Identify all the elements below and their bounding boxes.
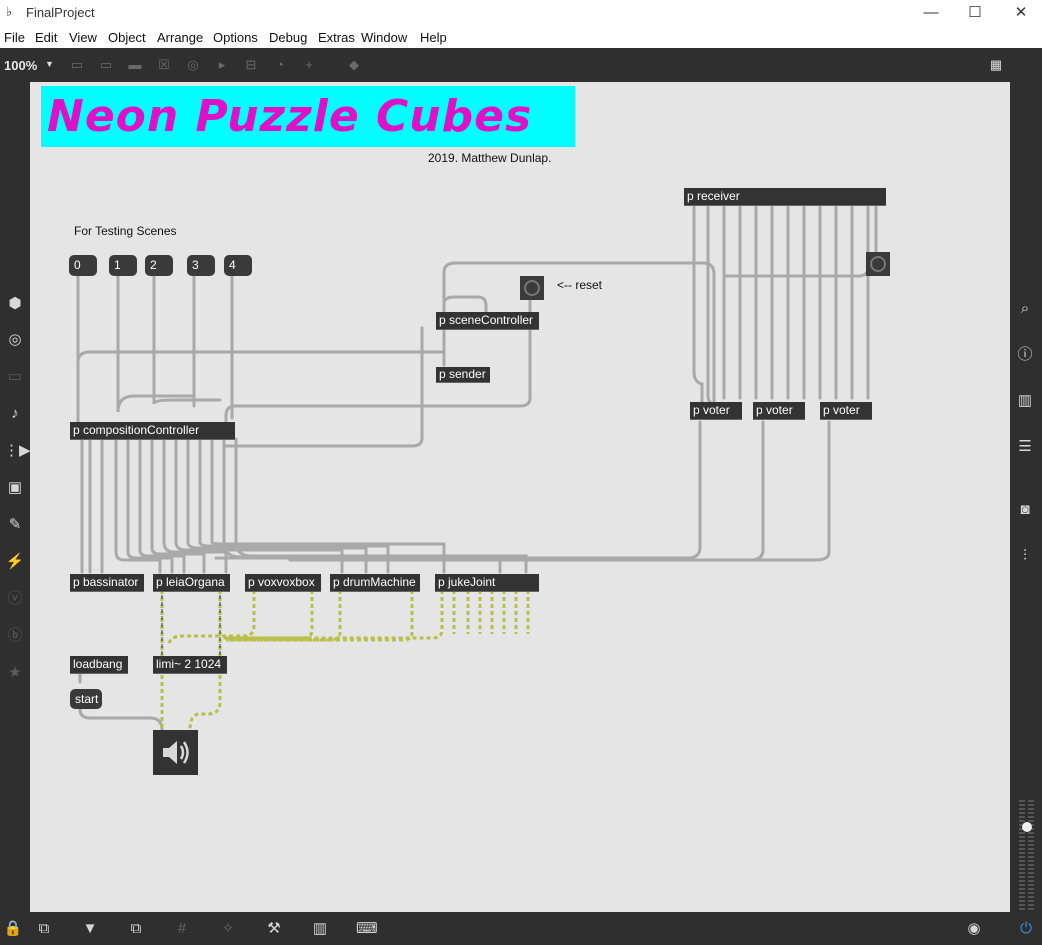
sliders-icon[interactable]: ⫶	[1023, 547, 1027, 564]
menu-window[interactable]: Window	[361, 30, 408, 45]
max-app-icon: ♭	[6, 4, 13, 19]
menu-view[interactable]: View	[69, 30, 97, 45]
loadbang-object[interactable]: loadbang	[70, 656, 128, 674]
new-button-icon[interactable]: ☒	[158, 57, 170, 72]
menu-file[interactable]: File	[4, 30, 25, 45]
v-icon[interactable]: ⓥ	[7, 590, 23, 607]
scene-button-2[interactable]: 2	[145, 255, 173, 276]
close-button[interactable]: ✕	[1014, 4, 1028, 21]
window-title: FinalProject	[26, 5, 95, 20]
leia-organa-object[interactable]: p leiaOrgana	[153, 574, 230, 592]
maximize-button[interactable]: ☐	[968, 4, 982, 21]
scene-button-4[interactable]: 4	[224, 255, 252, 276]
bassinator-object[interactable]: p bassinator	[70, 574, 144, 592]
list-icon[interactable]: ☰	[1018, 438, 1032, 455]
voter-object-3[interactable]: p voter	[820, 402, 872, 420]
menu-help[interactable]: Help	[420, 30, 447, 45]
media-icon[interactable]: ⋮▶	[4, 442, 31, 459]
scene-button-1[interactable]: 1	[109, 255, 137, 276]
right-sidebar: ⌕ ⓘ ▥ ☰ ◙ ⫶	[1010, 82, 1042, 912]
keyboard-icon[interactable]: ⌨	[356, 920, 378, 937]
book-icon[interactable]: ▥	[1017, 392, 1033, 409]
menu-debug[interactable]: Debug	[269, 30, 308, 45]
windows-icon[interactable]: ⧉	[130, 920, 142, 937]
b-icon[interactable]: ⓑ	[7, 627, 23, 644]
drum-machine-object[interactable]: p drumMachine	[330, 574, 420, 592]
zoom-dropdown-icon[interactable]: ▼	[45, 59, 54, 69]
title-bar: ♭ FinalProject — ☐ ✕	[0, 0, 1042, 26]
voter-object-1[interactable]: p voter	[690, 402, 742, 420]
composition-controller-object[interactable]: p compositionController	[70, 422, 235, 440]
minimize-button[interactable]: —	[923, 4, 939, 21]
star-icon[interactable]: ★	[8, 664, 22, 681]
camera-icon[interactable]: ◙	[1020, 501, 1030, 518]
receiver-object[interactable]: p receiver	[684, 188, 886, 206]
patch-cords	[76, 204, 878, 732]
plug-icon[interactable]: ⚡	[5, 553, 25, 570]
music-note-icon[interactable]: ♪	[11, 405, 19, 422]
grid-menu-icon[interactable]: ▦	[989, 57, 1003, 72]
speaker-icon	[163, 741, 189, 764]
testing-comment: For Testing Scenes	[74, 224, 177, 238]
paperclip-icon[interactable]: ✎	[8, 516, 22, 533]
wrench-icon[interactable]: ⚒	[267, 920, 281, 937]
wand-icon[interactable]: ✧	[221, 920, 235, 937]
ezdac-speaker[interactable]	[153, 730, 198, 775]
limiter-object[interactable]: limi~ 2 1024	[153, 656, 227, 674]
new-number-icon[interactable]: ▸	[218, 57, 226, 72]
volume-handle[interactable]	[1022, 822, 1032, 832]
menu-extras[interactable]: Extras	[318, 30, 355, 45]
menu-edit[interactable]: Edit	[35, 30, 58, 45]
scene-controller-object[interactable]: p sceneController	[436, 312, 539, 330]
image-icon[interactable]: ▣	[7, 479, 23, 496]
menu-bar: File Edit View Object Arrange Options De…	[0, 26, 1042, 48]
info-icon[interactable]: ⓘ	[1017, 346, 1033, 363]
presentation-icon[interactable]: ⧉	[38, 920, 50, 937]
patcher-canvas[interactable]: Neon Puzzle Cubes 2019. Matthew Dunlap. …	[30, 82, 1010, 912]
reset-comment: <-- reset	[557, 278, 603, 292]
menu-object[interactable]: Object	[108, 30, 146, 45]
keyboard-icon[interactable]: ▭	[7, 368, 23, 385]
add-icon[interactable]: +	[305, 57, 313, 72]
menu-arrange[interactable]: Arrange	[157, 30, 204, 45]
receiver-bang[interactable]	[866, 252, 890, 276]
new-dial-icon[interactable]: ◔	[276, 57, 284, 72]
new-slider-icon[interactable]: ⊟	[245, 57, 257, 72]
audio-power-icon[interactable]: ⏻	[1020, 920, 1032, 937]
bottom-bar: 🔒 ⧉ ▼ ⧉ # ✧ ⚒ ▥ ⌨ ◉ ⏻	[0, 912, 1042, 945]
toolbar: 100% ▼ ▭ ▭ ▬ ☒ ◎ ▸ ⊟ ◔ + ◆ ▦	[0, 48, 1042, 82]
new-message-icon[interactable]: ▭	[99, 57, 113, 72]
left-sidebar: ⬢ ◎ ▭ ♪ ⋮▶ ▣ ✎ ⚡ ⓥ ⓑ ★	[0, 82, 31, 912]
new-toggle-icon[interactable]: ◎	[187, 57, 199, 72]
patch-title: Neon Puzzle Cubes	[47, 91, 533, 142]
cube-icon[interactable]: ⬢	[8, 295, 22, 312]
scene-button-3[interactable]: 3	[187, 255, 215, 276]
comment-icon[interactable]: ▼	[82, 920, 98, 937]
voxvoxbox-object[interactable]: p voxvoxbox	[245, 574, 321, 592]
scene-button-0[interactable]: 0	[69, 255, 97, 276]
voter-object-2[interactable]: p voter	[753, 402, 805, 420]
credit-comment: 2019. Matthew Dunlap.	[428, 151, 552, 165]
sender-object[interactable]: p sender	[436, 367, 490, 383]
target-icon[interactable]: ◎	[8, 331, 22, 348]
new-object-icon[interactable]: ▭	[70, 57, 84, 72]
zoom-level[interactable]: 100%	[4, 58, 38, 73]
start-message[interactable]: start	[70, 689, 102, 709]
search-icon[interactable]: ⌕	[1020, 300, 1030, 317]
new-comment-icon[interactable]: ▬	[128, 57, 142, 72]
piano-icon[interactable]: ▥	[312, 920, 328, 937]
grid-icon[interactable]: #	[177, 920, 187, 937]
menu-options[interactable]: Options	[213, 30, 258, 45]
lock-icon[interactable]: 🔒	[3, 920, 23, 937]
audio-status-icon[interactable]: ◉	[967, 920, 981, 937]
volume-meter[interactable]	[1018, 800, 1036, 910]
paint-bucket-icon[interactable]: ◆	[349, 57, 359, 72]
title-banner: Neon Puzzle Cubes	[41, 86, 575, 147]
juke-joint-object[interactable]: p jukeJoint	[435, 574, 539, 592]
reset-bang[interactable]	[520, 276, 544, 300]
